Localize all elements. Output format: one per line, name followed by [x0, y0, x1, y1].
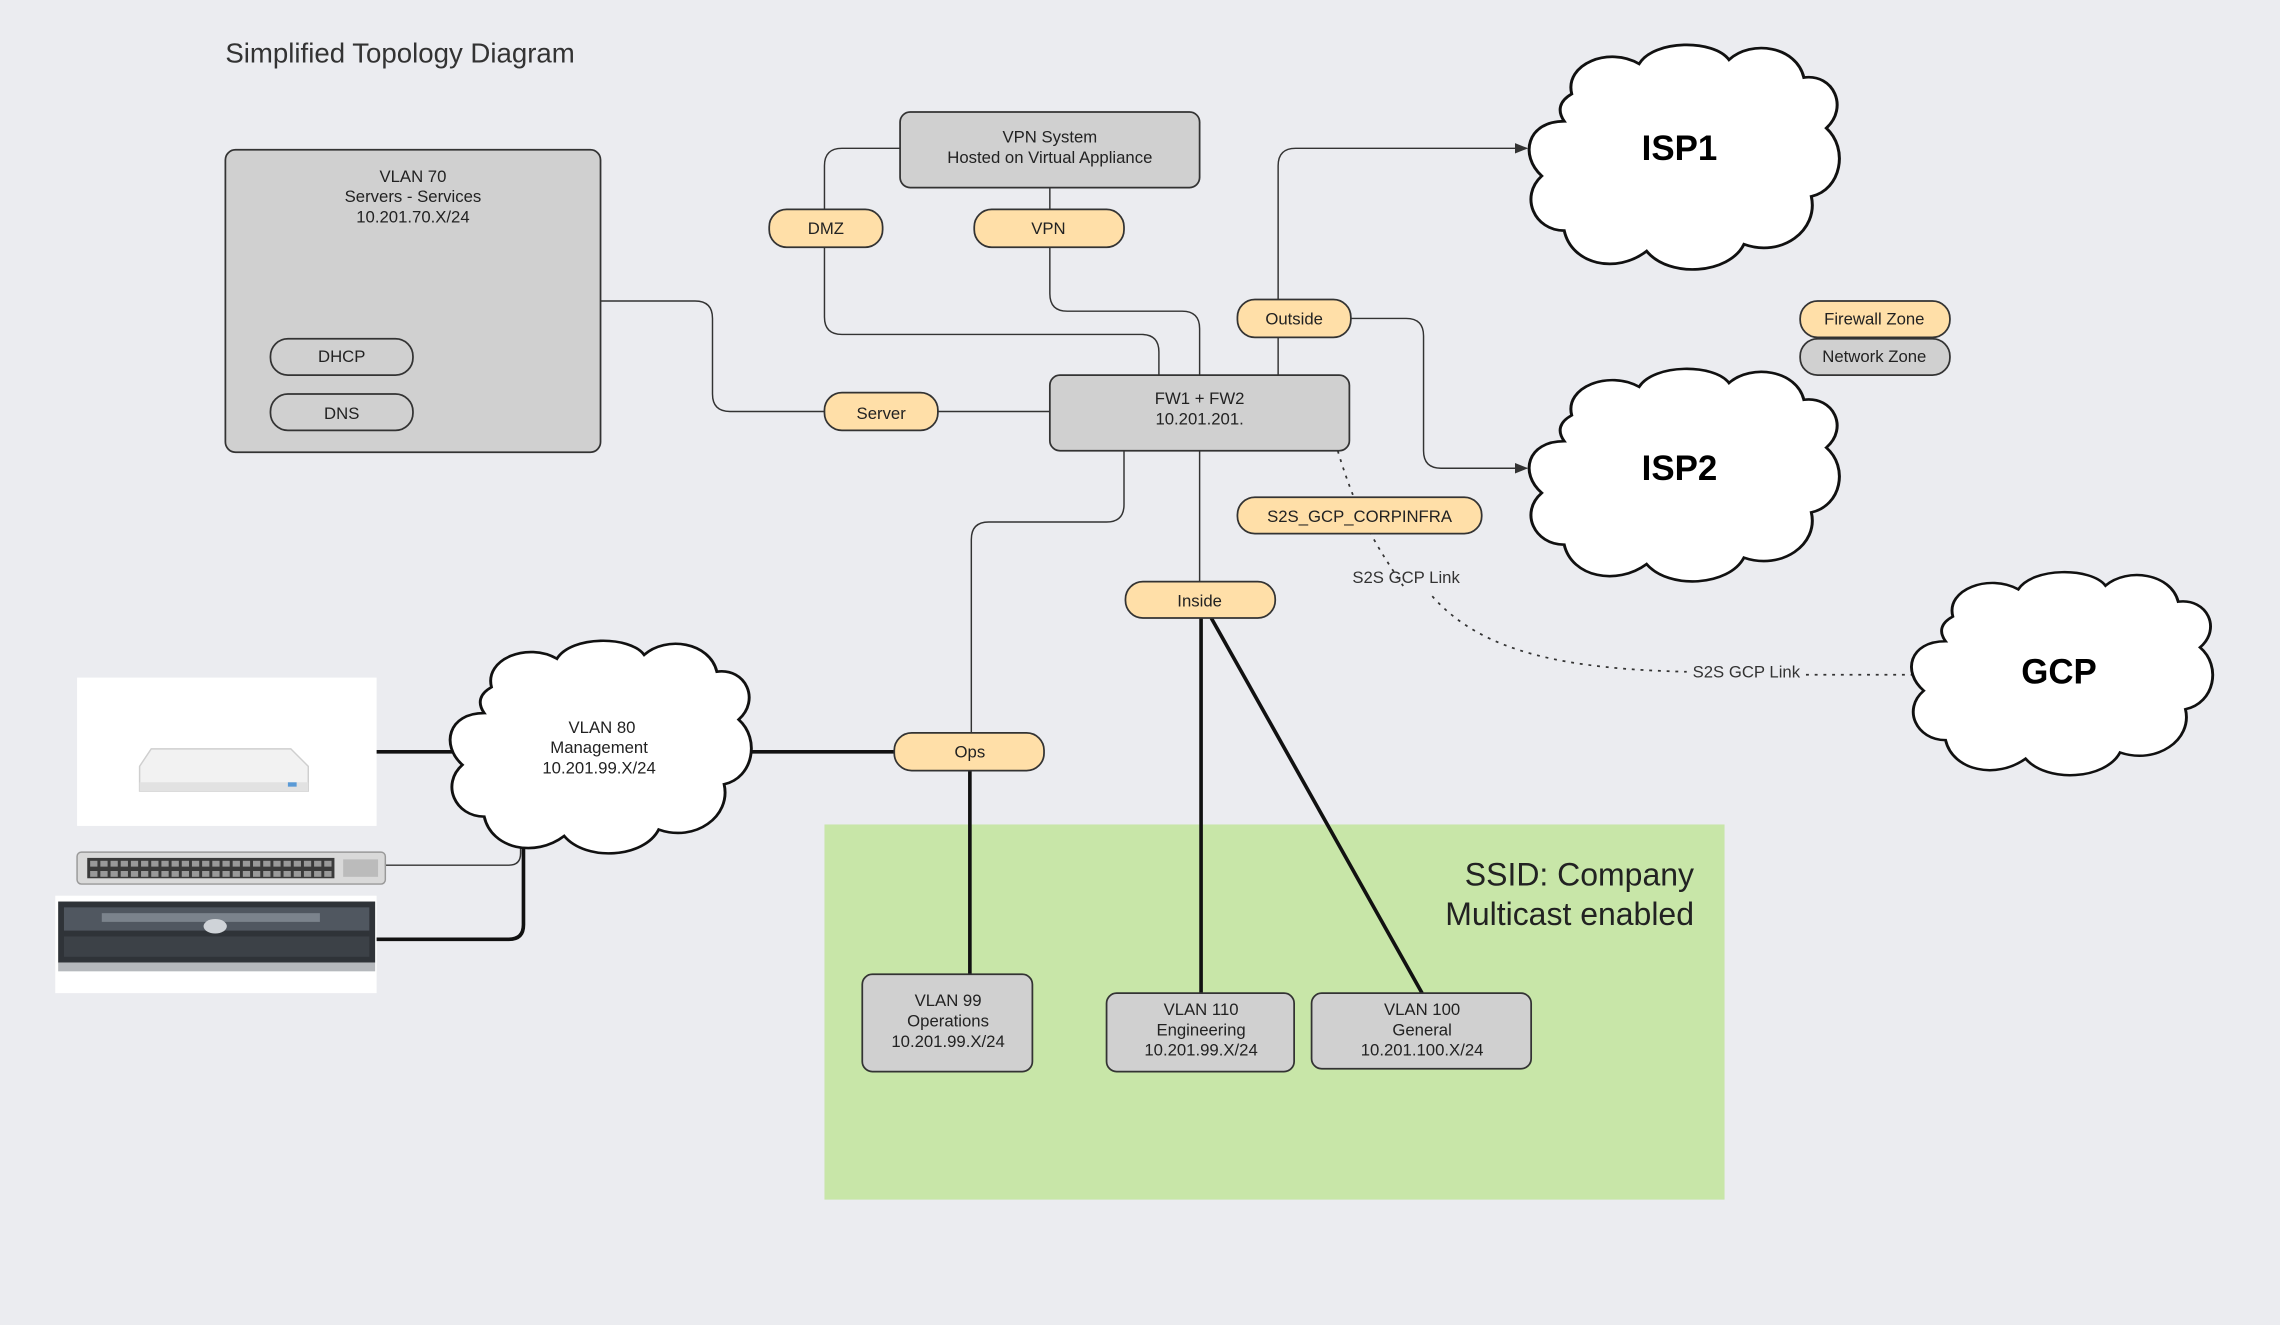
link-vpn-fw [1049, 247, 1201, 376]
vlan80-subtitle: Management [550, 738, 648, 757]
diagram-title: Simplified Topology Diagram [225, 38, 574, 69]
isp1-label: ISP1 [1642, 129, 1718, 168]
vpn-system-node[interactable]: VPN System Hosted on Virtual Appliance [899, 111, 1201, 189]
gcp-label: GCP [2021, 652, 2097, 691]
zone-server-label: Server [857, 404, 907, 423]
vlan110-subtitle: Engineering [1156, 1020, 1245, 1039]
vlan100-title: VLAN 100 [1384, 1000, 1460, 1019]
vlan110-node[interactable]: VLAN 110 Engineering 10.201.99.X/24 [1105, 992, 1296, 1073]
zone-s2s-label: S2S_GCP_CORPINFRA [1267, 507, 1453, 526]
vlan70-subnet: 10.201.70.X/24 [356, 207, 469, 226]
vlan110-title: VLAN 110 [1164, 1000, 1239, 1019]
link-s2s-gcp-a [1431, 595, 1687, 673]
zone-outside[interactable]: Outside [1236, 298, 1352, 339]
connectors [375, 143, 1913, 995]
link-fw-ops [970, 450, 1125, 733]
zone-dmz-label: DMZ [808, 219, 844, 238]
legend-firewall-zone: Firewall Zone [1799, 300, 1951, 339]
zone-inside[interactable]: Inside [1124, 580, 1277, 619]
vlan100-subtitle: General [1392, 1020, 1451, 1039]
s2s-link-label-lower: S2S GCP Link [1693, 663, 1801, 682]
s2s-link-label-upper: S2S GCP Link [1352, 568, 1460, 587]
cloud-isp2[interactable]: ISP2 [1527, 367, 1841, 583]
link-switch-vlan80 [385, 840, 522, 866]
vlan99-subtitle: Operations [907, 1012, 989, 1031]
zone-dmz[interactable]: DMZ [768, 208, 884, 249]
link-vlan70-server [600, 300, 825, 413]
vlan110-subnet: 10.201.99.X/24 [1144, 1041, 1257, 1060]
firewall-title: FW1 + FW2 [1155, 389, 1245, 408]
zone-s2s[interactable]: S2S_GCP_CORPINFRA [1236, 496, 1483, 535]
vpn-system-title: VPN System [1002, 127, 1097, 146]
firewall-address: 10.201.201. [1155, 410, 1243, 429]
vlan70-subtitle: Servers - Services [345, 187, 482, 206]
vpn-system-subtitle: Hosted on Virtual Appliance [947, 148, 1152, 167]
legend-network-zone: Network Zone [1799, 337, 1951, 377]
vlan99-title: VLAN 99 [915, 991, 982, 1010]
vlan80-subnet: 10.201.99.X/24 [542, 759, 655, 778]
ssid-label: SSID: Company [1465, 857, 1694, 893]
zone-ops-label: Ops [955, 743, 986, 762]
link-server-vlan80 [375, 846, 526, 942]
link-inside-vlan100 [1209, 617, 1424, 995]
link-vpnsystem-dmz [823, 147, 901, 210]
cloud-isp1[interactable]: ISP1 [1527, 43, 1841, 271]
vlan99-subnet: 10.201.99.X/24 [891, 1032, 1004, 1051]
dns-label: DNS [324, 404, 359, 423]
vlan99-node[interactable]: VLAN 99 Operations 10.201.99.X/24 [861, 973, 1034, 1073]
zone-vpn[interactable]: VPN [973, 208, 1125, 249]
zone-server[interactable]: Server [823, 391, 939, 432]
vlan100-node[interactable]: VLAN 100 General 10.201.100.X/24 [1310, 992, 1533, 1070]
firewall-node[interactable]: FW1 + FW2 10.201.201. [1048, 374, 1351, 452]
link-outside-isp1 [1277, 143, 1529, 300]
access-point-image [77, 677, 377, 826]
zone-ops[interactable]: Ops [893, 731, 1045, 772]
vlan70-title: VLAN 70 [379, 167, 446, 186]
vlan70-node[interactable]: VLAN 70 Servers - Services 10.201.70.X/2… [224, 148, 602, 454]
link-outside-isp2 [1350, 317, 1529, 474]
vlan100-subnet: 10.201.100.X/24 [1361, 1041, 1484, 1060]
vlan80-title: VLAN 80 [569, 718, 636, 737]
rack-server-image [55, 895, 377, 994]
isp2-label: ISP2 [1642, 449, 1718, 488]
zone-inside-label: Inside [1177, 591, 1222, 610]
cloud-vlan80[interactable]: VLAN 80 Management 10.201.99.X/24 [448, 639, 753, 855]
dhcp-label: DHCP [318, 347, 365, 366]
cloud-gcp[interactable]: GCP [1910, 570, 2215, 777]
zone-vpn-label: VPN [1031, 219, 1065, 238]
legend-network-zone-label: Network Zone [1822, 347, 1926, 366]
network-switch-image [76, 851, 387, 885]
legend-firewall-zone-label: Firewall Zone [1824, 309, 1924, 328]
link-dmz-fw [823, 247, 1160, 376]
ssid-multicast-label: Multicast enabled [1445, 896, 1694, 932]
dhcp-service[interactable]: DHCP [269, 337, 414, 377]
zone-outside-label: Outside [1265, 309, 1323, 328]
dns-service[interactable]: DNS [269, 393, 414, 432]
